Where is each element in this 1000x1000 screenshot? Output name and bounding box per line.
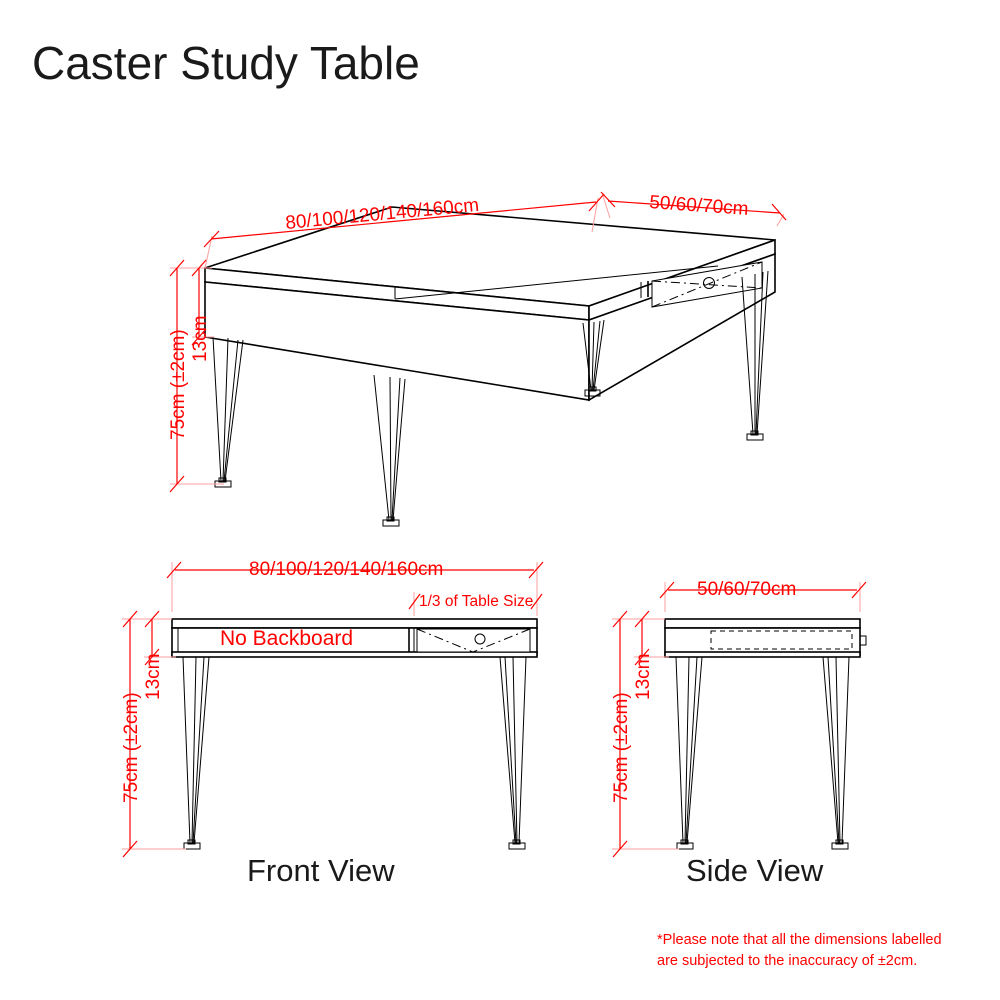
- iso-tabletop: [204, 206, 776, 322]
- iso-height-dim-text: 75cm (±2cm): [168, 329, 189, 440]
- front-divider: [408, 628, 415, 652]
- front-leg-right: [499, 656, 527, 850]
- iso-leg-front-right: [373, 374, 406, 527]
- front-width-dim-text: 80/100/120/140/160cm: [249, 559, 443, 580]
- footnote-line-1: *Please note that all the dimensions lab…: [657, 932, 942, 948]
- front-no-backboard-label: No Backboard: [220, 627, 353, 650]
- side-dim-height: 75cm (±2cm): [611, 610, 679, 858]
- iso-leg-front-left: [212, 336, 244, 488]
- side-view-label: Side View: [686, 853, 824, 888]
- side-leg-right: [822, 656, 850, 850]
- front-view-label: Front View: [247, 853, 395, 888]
- side-leg-left: [675, 656, 703, 850]
- isometric-view: 80/100/120/140/160cm 50/60/70cm 75cm (±2…: [168, 191, 787, 527]
- front-apron-dim-text: 13cm: [143, 654, 164, 700]
- iso-apron-dim-text: 13cm: [190, 316, 211, 362]
- iso-dim-depth: 50/60/70cm: [600, 191, 787, 227]
- footnote: *Please note that all the dimensions lab…: [657, 930, 987, 971]
- front-dim-apron: 13cm: [143, 610, 176, 700]
- iso-dim-height: 75cm (±2cm): [168, 259, 224, 493]
- side-drawer-knob: [859, 635, 867, 646]
- side-height-dim-text: 75cm (±2cm): [611, 692, 632, 803]
- iso-depth-dim-text: 50/60/70cm: [649, 192, 750, 220]
- side-dim-apron: 13cm: [633, 610, 669, 700]
- front-height-dim-text: 75cm (±2cm): [121, 692, 142, 803]
- iso-dim-apron: 13cm: [190, 259, 214, 362]
- front-drawer-note-text: 1/3 of Table Size: [419, 593, 533, 610]
- side-drawer-hidden-outline: [710, 630, 853, 650]
- side-view: 50/60/70cm 75cm (±2cm) 13cm: [611, 579, 867, 858]
- side-apron-dim-text: 13cm: [633, 654, 654, 700]
- page-title: Caster Study Table: [32, 37, 420, 89]
- iso-leg-back-center: [582, 319, 605, 397]
- front-leg-left: [182, 656, 210, 850]
- footnote-line-2: are subjected to the inaccuracy of ±2cm.: [657, 952, 918, 969]
- side-width-dim-text: 50/60/70cm: [697, 579, 796, 600]
- front-dim-drawer: 1/3 of Table Size: [408, 592, 543, 616]
- iso-leg-back-right: [741, 270, 769, 441]
- front-drawer: [416, 628, 531, 653]
- side-dim-width: 50/60/70cm: [659, 579, 867, 612]
- front-dim-width: 80/100/120/140/160cm: [166, 559, 544, 612]
- front-view: No Backboard: [121, 559, 544, 858]
